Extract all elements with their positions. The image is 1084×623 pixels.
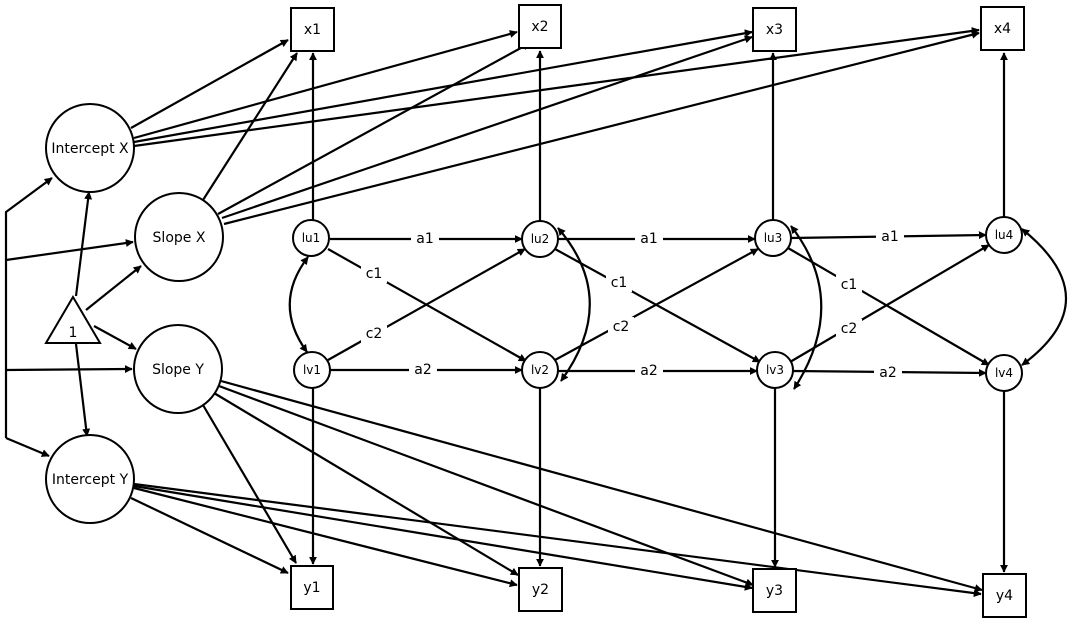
node-lv4-label: lv4 bbox=[995, 366, 1013, 380]
node-lv4: lv4 bbox=[985, 354, 1023, 392]
node-y3-label: y3 bbox=[766, 583, 783, 599]
edges bbox=[4, 27, 1068, 598]
edge-lv2-lu3 bbox=[554, 248, 759, 361]
cov-lu1-lv1 bbox=[288, 256, 309, 353]
edge-slope-x-x1 bbox=[202, 52, 298, 201]
edge-constant-intercept-y bbox=[74, 343, 91, 437]
edge-left-to-slope-y bbox=[5, 365, 133, 374]
label-c1-lu2-lv3: c1 bbox=[611, 275, 628, 291]
edge-left-to-intercept-y bbox=[5, 436, 50, 458]
node-y3: y3 bbox=[752, 568, 797, 613]
label-c1-lu3-lv4: c1 bbox=[841, 277, 858, 293]
cov-lu3-lv3 bbox=[790, 225, 823, 390]
edge-intercept-y-y2 bbox=[133, 486, 518, 588]
node-lv1: lv1 bbox=[293, 351, 331, 389]
node-x3-label: x3 bbox=[766, 22, 783, 38]
node-y2: y2 bbox=[518, 567, 563, 612]
label-a2-lv3-lv4: a2 bbox=[879, 365, 897, 381]
node-intercept-x: Intercept X bbox=[45, 103, 135, 193]
edge-slope-x-x3 bbox=[221, 35, 753, 220]
label-c2-lv1-lu2: c2 bbox=[366, 326, 383, 342]
label-a1-lu2-lu3: a1 bbox=[640, 231, 658, 247]
edge-intercept-x-x1 bbox=[130, 39, 289, 129]
edge-intercept-x-x4 bbox=[133, 27, 980, 148]
node-x2: x2 bbox=[518, 4, 562, 49]
node-lu1-label: lu1 bbox=[302, 231, 321, 245]
node-lv3-label: lv3 bbox=[766, 363, 784, 377]
node-lu4-label: lu4 bbox=[995, 228, 1014, 242]
node-intercept-y: Intercept Y bbox=[45, 434, 135, 524]
edge-labels: a1 a1 a1 a2 a2 a2 c1 c1 c1 c2 c2 c2 bbox=[361, 227, 904, 382]
node-x3: x3 bbox=[752, 7, 797, 52]
cov-lu4-lv4 bbox=[1021, 228, 1068, 366]
edge-slope-x-x2 bbox=[217, 42, 531, 215]
edge-lu2-lv3 bbox=[554, 248, 761, 363]
edge-constant-slope-x bbox=[85, 265, 142, 311]
edge-lu3-lv4 bbox=[787, 247, 990, 366]
node-x4-label: x4 bbox=[994, 21, 1011, 37]
node-constant-label: 1 bbox=[69, 325, 78, 341]
label-a1-lu3-lu4: a1 bbox=[881, 229, 899, 245]
node-slope-x-label: Slope X bbox=[153, 230, 206, 246]
node-y2-label: y2 bbox=[532, 582, 549, 598]
node-lu4: lu4 bbox=[985, 216, 1023, 254]
edge-left-bracket bbox=[4, 177, 53, 438]
node-constant: 1 bbox=[44, 295, 102, 344]
node-lv2: lv2 bbox=[521, 351, 559, 389]
node-lu3: lu3 bbox=[754, 219, 792, 257]
node-x1-label: x1 bbox=[304, 22, 321, 38]
edge-constant-slope-y bbox=[93, 325, 137, 350]
edge-intercept-x-x3 bbox=[133, 29, 753, 144]
node-y4: y4 bbox=[982, 573, 1027, 618]
edge-intercept-y-y3 bbox=[133, 484, 753, 591]
node-x4: x4 bbox=[980, 6, 1025, 51]
label-c2-lv2-lu3: c2 bbox=[613, 319, 630, 335]
node-lu1: lu1 bbox=[292, 219, 330, 257]
edge-slope-y-y2 bbox=[213, 392, 519, 576]
edge-slope-y-y4 bbox=[220, 379, 983, 592]
edge-slope-x-x4 bbox=[223, 30, 980, 226]
edge-intercept-x-x2 bbox=[133, 30, 518, 140]
node-lu3-label: lu3 bbox=[764, 231, 783, 245]
node-intercept-y-label: Intercept Y bbox=[52, 472, 129, 488]
edge-intercept-y-y1 bbox=[130, 497, 289, 574]
edge-lv1-lu2 bbox=[327, 248, 526, 361]
node-lv1-label: lv1 bbox=[303, 363, 321, 377]
nodes: x1 x2 x3 x4 y1 y2 y3 y4 bbox=[44, 4, 1027, 618]
node-intercept-x-label: Intercept X bbox=[51, 141, 129, 157]
edge-constant-intercept-x bbox=[74, 191, 93, 297]
node-lu2: lu2 bbox=[521, 220, 559, 258]
edge-slope-y-y1 bbox=[202, 404, 297, 564]
node-lv3: lv3 bbox=[756, 351, 794, 389]
edge-intercept-y-y4 bbox=[133, 482, 982, 598]
label-a1-lu1-lu2: a1 bbox=[416, 231, 434, 247]
node-lv2-label: lv2 bbox=[531, 363, 549, 377]
label-a2-lv1-lv2: a2 bbox=[414, 362, 432, 378]
node-slope-x: Slope X bbox=[134, 192, 224, 282]
node-y1: y1 bbox=[290, 565, 334, 610]
node-y4-label: y4 bbox=[996, 588, 1013, 604]
node-slope-y: Slope Y bbox=[133, 324, 223, 414]
edge-lv3-lu4 bbox=[789, 244, 990, 363]
edge-left-to-slope-x bbox=[5, 239, 134, 262]
node-x2-label: x2 bbox=[531, 19, 548, 35]
node-x1: x1 bbox=[290, 7, 335, 52]
label-c2-lv3-lu4: c2 bbox=[841, 321, 858, 337]
label-a2-lv2-lv3: a2 bbox=[640, 363, 658, 379]
cov-lu2-lv2 bbox=[557, 227, 591, 382]
node-slope-y-label: Slope Y bbox=[152, 362, 204, 378]
node-y1-label: y1 bbox=[303, 580, 320, 596]
label-c1-lu1-lv2: c1 bbox=[366, 266, 383, 282]
node-lu2-label: lu2 bbox=[531, 232, 550, 246]
